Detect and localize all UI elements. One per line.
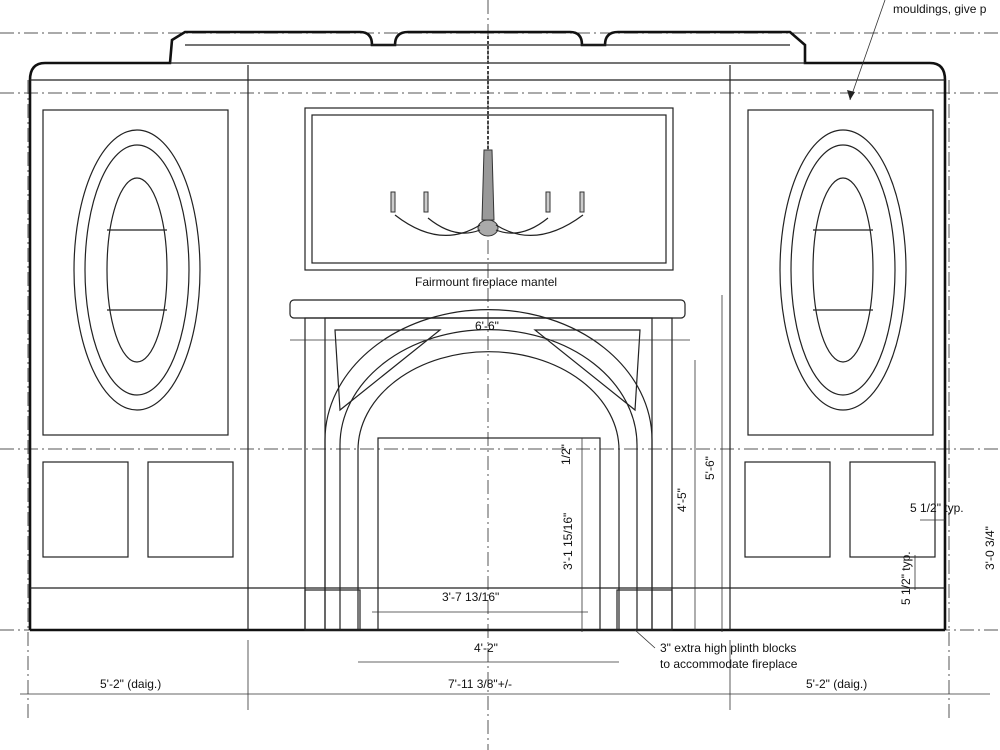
dim-mantel-height: 5'-6" [703,456,717,480]
dim-stile-typ-v: 5 1/2" typ. [899,551,913,605]
dim-mantel-width: 6'-6" [475,319,499,333]
title-note: mouldings, give p [893,2,987,16]
mantel-label: Fairmount fireplace mantel [415,275,557,289]
right-wall-section [744,0,936,558]
plinth-note-line-2: to accommodate fireplace [660,657,798,671]
dim-hearth-width: 4'-2" [474,641,498,655]
dim-surround-height: 4'-5" [675,488,689,512]
dimension-lines [20,295,990,710]
dim-dado-height: 3'-0 3/4" [983,526,997,570]
dim-half-inch: 1/2" [559,444,573,465]
dim-opening-height: 3'-1 15/16" [561,513,575,570]
dim-opening-width: 3'-7 13/16" [442,590,499,604]
dim-left-width: 5'-2" (daig.) [100,677,161,691]
dim-right-width: 5'-2" (daig.) [806,677,867,691]
dim-center-width: 7'-11 3/8"+/- [448,677,512,691]
dim-stile-typ-h: 5 1/2" typ. [910,501,964,515]
chandelier [390,36,585,237]
left-wall-section [42,109,234,558]
fireplace-mantel [289,299,686,631]
plinth-note-line-1: 3" extra high plinth blocks [660,641,796,655]
